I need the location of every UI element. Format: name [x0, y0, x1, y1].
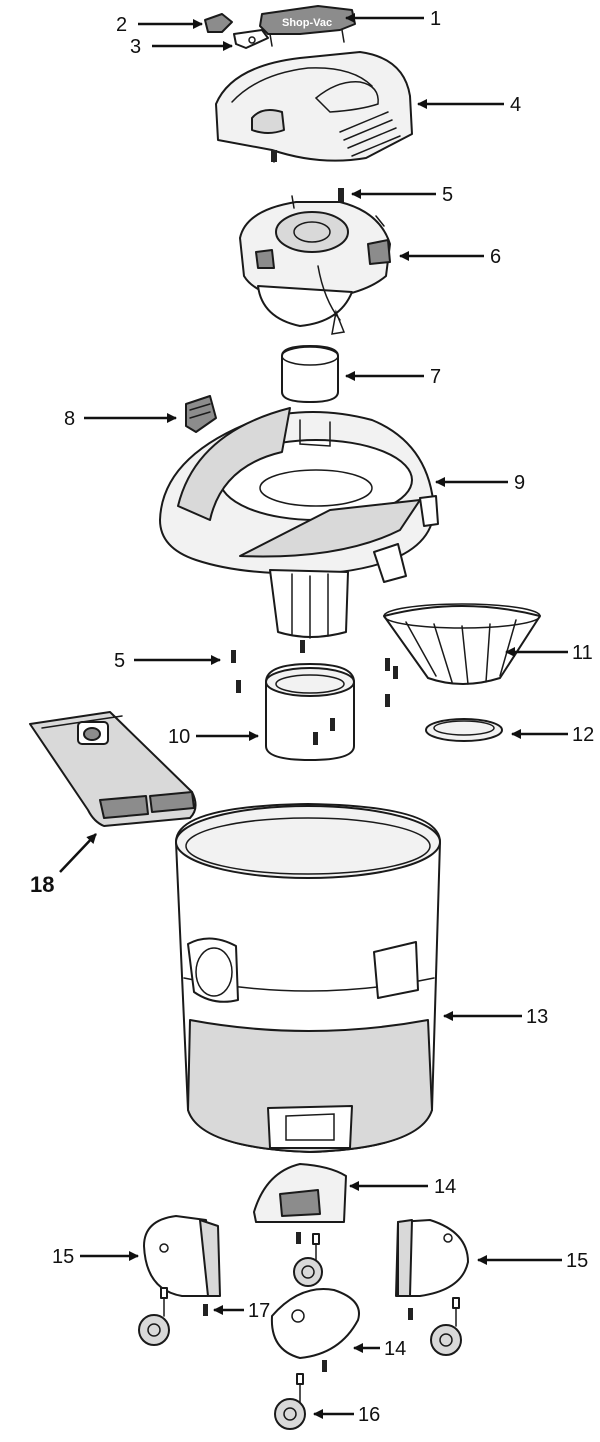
part-12-gasket — [425, 718, 503, 742]
part-5-screw-top — [338, 188, 344, 202]
callout-4: 4 — [510, 94, 521, 116]
part-3-clip — [233, 29, 269, 49]
callout-8: 8 — [64, 408, 75, 430]
callout-2: 2 — [116, 14, 127, 36]
part-4-motor-cover — [215, 51, 413, 163]
callout-16: 16 — [358, 1404, 380, 1426]
callout-13: 13 — [526, 1006, 548, 1028]
part-16-caster-wheel — [274, 1373, 306, 1430]
callout-15-right: 15 — [566, 1250, 588, 1272]
callout-6: 6 — [490, 246, 501, 268]
part-6-motor-assembly — [239, 195, 391, 335]
part-2-knob — [204, 13, 233, 33]
callout-15-left: 15 — [52, 1246, 74, 1268]
caster-wheel-center-top — [293, 1233, 323, 1287]
callout-7: 7 — [430, 366, 441, 388]
part-11-cone-filter — [383, 603, 541, 685]
part-18-filter-bag — [29, 711, 197, 827]
part-1-handle: Shop-Vac — [259, 5, 356, 47]
callout-18: 18 — [30, 872, 54, 897]
part-5-screws-lower — [231, 640, 398, 707]
caster-wheel-right — [408, 1297, 462, 1356]
callout-3: 3 — [130, 36, 141, 58]
part-10-sleeve — [265, 663, 355, 761]
callout-9: 9 — [514, 472, 525, 494]
part-14-caster-hub-top — [253, 1163, 347, 1244]
handle-brand-text: Shop-Vac — [282, 17, 332, 29]
callout-5-lower: 5 — [114, 650, 125, 672]
part-15-caster-cover-right — [395, 1219, 469, 1297]
callout-14-bottom: 14 — [384, 1338, 406, 1360]
callout-5-top: 5 — [442, 184, 453, 206]
callout-12: 12 — [572, 724, 594, 746]
callout-11: 11 — [572, 642, 593, 664]
callout-10: 10 — [168, 726, 190, 748]
part-14-base-plate — [270, 1288, 360, 1372]
caster-wheel-left — [138, 1287, 208, 1346]
callout-arrows — [59, 13, 568, 1419]
part-15-caster-cover-left — [143, 1215, 221, 1297]
part-13-tank — [175, 803, 441, 1153]
part-7-foam-filter — [281, 345, 339, 403]
callout-1: 1 — [430, 8, 441, 30]
part-9-lid — [159, 407, 439, 639]
callout-labels: 1 2 3 4 5 6 7 8 9 5 11 10 12 18 13 14 15… — [30, 8, 594, 1426]
callout-17: 17 — [248, 1300, 270, 1322]
part-8-latch — [185, 395, 217, 433]
callout-14-top: 14 — [434, 1176, 456, 1198]
